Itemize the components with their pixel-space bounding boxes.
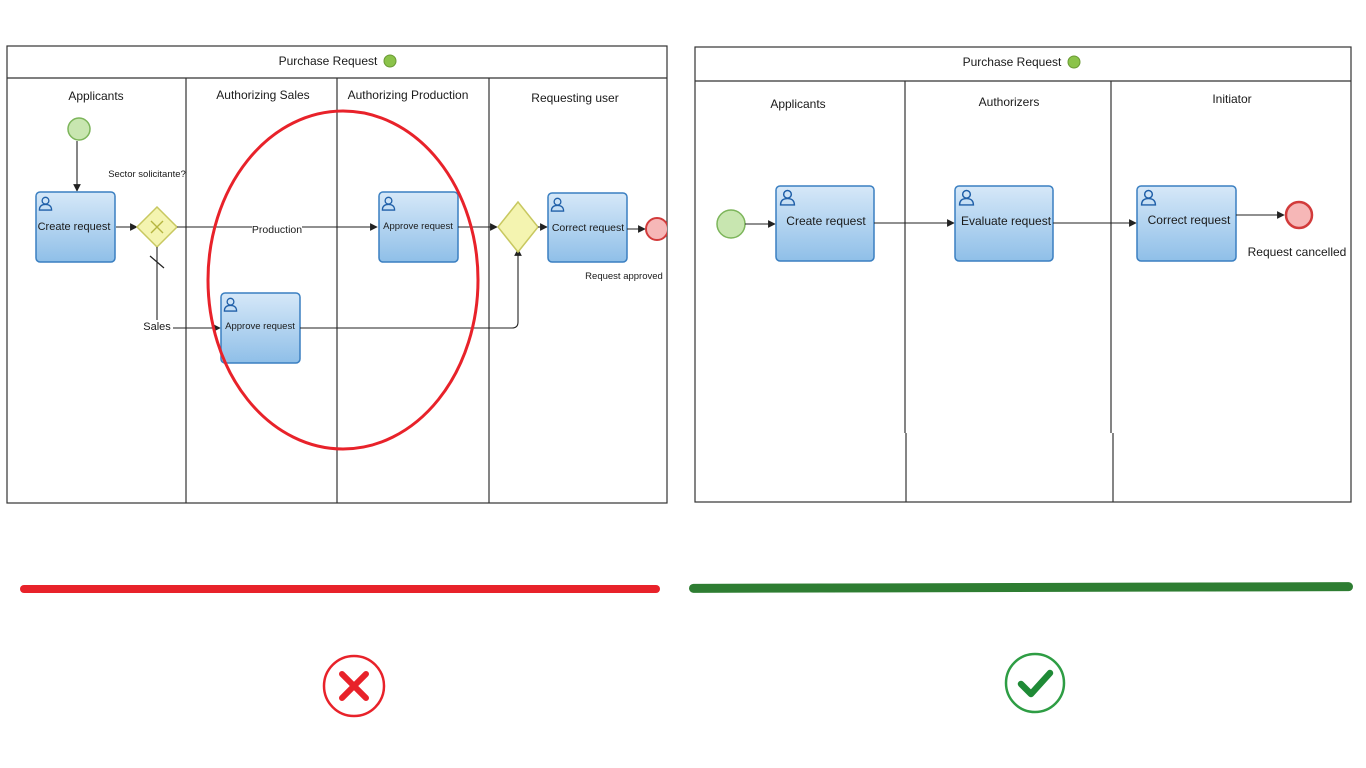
right-end-event[interactable] xyxy=(1284,200,1314,230)
right-task-correct-request[interactable]: Correct request xyxy=(1136,185,1237,262)
right-task-evaluate-request[interactable]: Evaluate request xyxy=(954,185,1054,262)
right-lane-initiator: Initiator xyxy=(1212,92,1251,106)
left-merge-gateway[interactable] xyxy=(497,200,539,254)
left-pool-title: Purchase Request xyxy=(279,54,378,68)
right-pool-status-dot xyxy=(1067,55,1081,69)
left-task-correct-label: Correct request xyxy=(552,222,624,234)
left-flow-production-label: Production xyxy=(252,224,302,236)
x-mark-icon xyxy=(322,654,386,718)
left-flow-sales-label: Sales xyxy=(143,321,171,333)
left-lane-authorizing-production: Authorizing Production xyxy=(348,88,469,102)
right-diagram: Purchase Request Applicants Authorizers … xyxy=(694,46,1352,503)
right-task-evaluate-label: Evaluate request xyxy=(961,214,1052,228)
left-task-approve-production[interactable]: Approve request xyxy=(378,191,459,263)
right-task-correct-label: Correct request xyxy=(1148,213,1231,227)
left-lane-requesting-user: Requesting user xyxy=(531,91,618,105)
left-gateway-question: Sector solicitante? xyxy=(108,169,186,180)
left-end-event[interactable] xyxy=(645,217,668,241)
check-mark-icon xyxy=(1004,652,1066,714)
right-pool xyxy=(694,46,1352,503)
left-task-approve-sales-label: Approve request xyxy=(225,321,295,332)
x-gateway-icon xyxy=(150,220,164,234)
right-start-event[interactable] xyxy=(716,209,746,239)
right-end-label: Request cancelled xyxy=(1248,245,1347,259)
right-pool-title: Purchase Request xyxy=(963,55,1062,69)
error-highlight-ellipse xyxy=(206,109,480,451)
left-task-correct-request[interactable]: Correct request xyxy=(547,192,628,263)
left-end-label: Request approved xyxy=(585,271,663,282)
right-task-create-label: Create request xyxy=(786,214,866,228)
left-diagram: Purchase Request Applicants Authorizing … xyxy=(6,45,668,504)
left-pool-status-dot xyxy=(383,54,397,68)
left-start-event[interactable] xyxy=(67,117,91,141)
left-task-approve-sales[interactable]: Approve request xyxy=(220,292,301,364)
left-lane-authorizing-sales: Authorizing Sales xyxy=(216,88,309,102)
right-lane-authorizers: Authorizers xyxy=(979,95,1040,109)
right-lane-applicants: Applicants xyxy=(770,97,825,111)
left-lane-applicants: Applicants xyxy=(68,89,123,103)
correct-divider-bar xyxy=(689,582,1354,593)
left-task-create-label: Create request xyxy=(38,221,111,233)
left-task-create-request[interactable]: Create request xyxy=(35,191,116,263)
right-task-create-request[interactable]: Create request xyxy=(775,185,875,262)
incorrect-divider-bar xyxy=(20,585,660,593)
left-task-approve-prod-label: Approve request xyxy=(383,221,453,232)
